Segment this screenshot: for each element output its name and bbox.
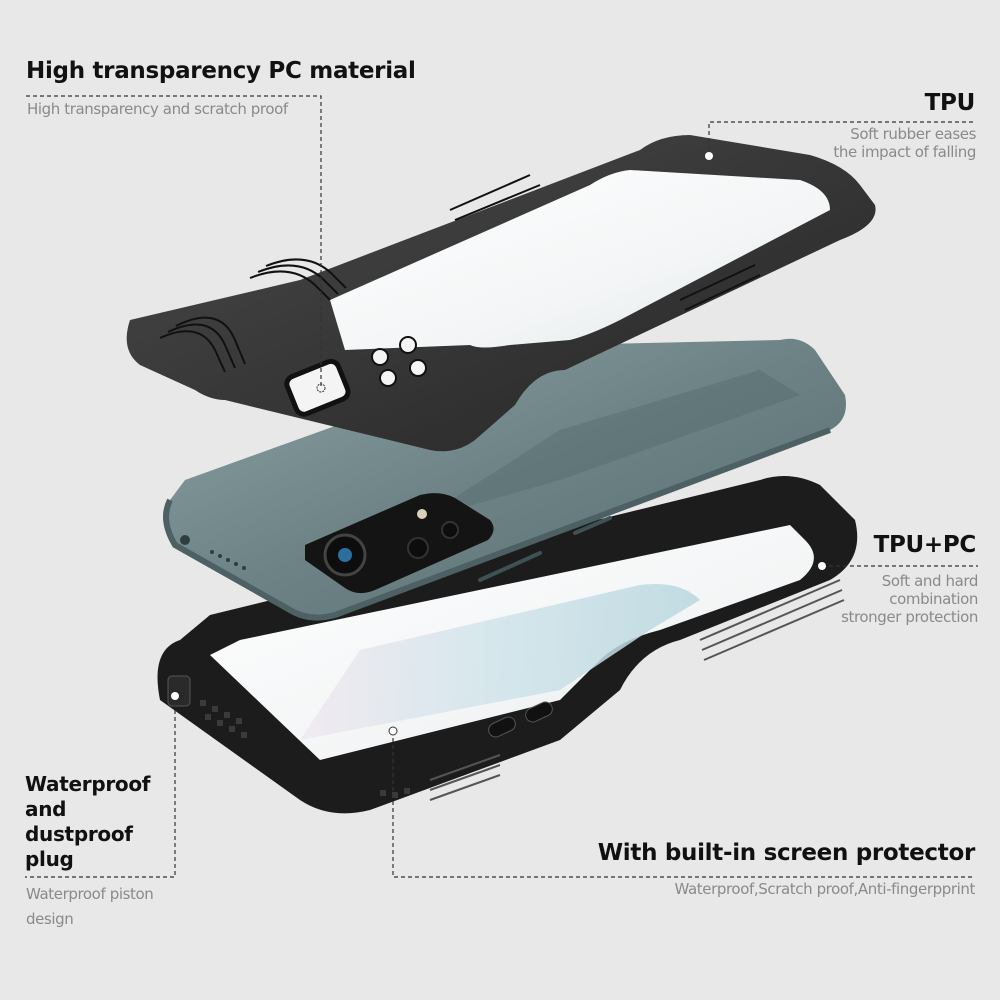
callout-title-tpu-pc: TPU+PC [873, 532, 977, 558]
title-line: plug [25, 847, 74, 871]
callout-title-screen-protector: With built-in screen protector [597, 840, 976, 866]
callout-subtitle-tpu: Soft rubber eases the impact of falling [756, 125, 976, 161]
anchor-dots [171, 152, 826, 736]
subtitle-line: combination [889, 590, 978, 608]
title-line: dustproof [25, 822, 133, 846]
subtitle-line: stronger protection [841, 608, 978, 626]
back-cover [126, 135, 876, 452]
subtitle-line: design [26, 910, 74, 928]
callout-subtitle-tpu-pc: Soft and hard combination stronger prote… [778, 572, 978, 626]
subtitle-line: Waterproof piston [26, 885, 154, 903]
title-line: Waterproof [25, 772, 151, 796]
subtitle-line: Soft and hard [881, 572, 979, 590]
title-line: and [25, 797, 67, 821]
callout-title-tpu: TPU [924, 90, 976, 116]
subtitle-line: Soft rubber eases [850, 125, 976, 143]
waterproof-plug-icon [167, 675, 191, 707]
callout-title-pc-material: High transparency PC material [26, 58, 416, 84]
leader-lines [25, 95, 978, 878]
callout-subtitle-plug: Waterproof piston design [26, 882, 176, 932]
camera-module-icon [305, 493, 494, 594]
subtitle-line: the impact of falling [833, 143, 976, 161]
callout-subtitle-pc-material: High transparency and scratch proof [27, 100, 288, 118]
phone [163, 338, 846, 621]
front-frame [157, 476, 858, 814]
callout-title-plug: Waterproof and dustproof plug [25, 772, 165, 872]
callout-subtitle-screen-protector: Waterproof,Scratch proof,Anti-fingerppri… [674, 880, 976, 898]
